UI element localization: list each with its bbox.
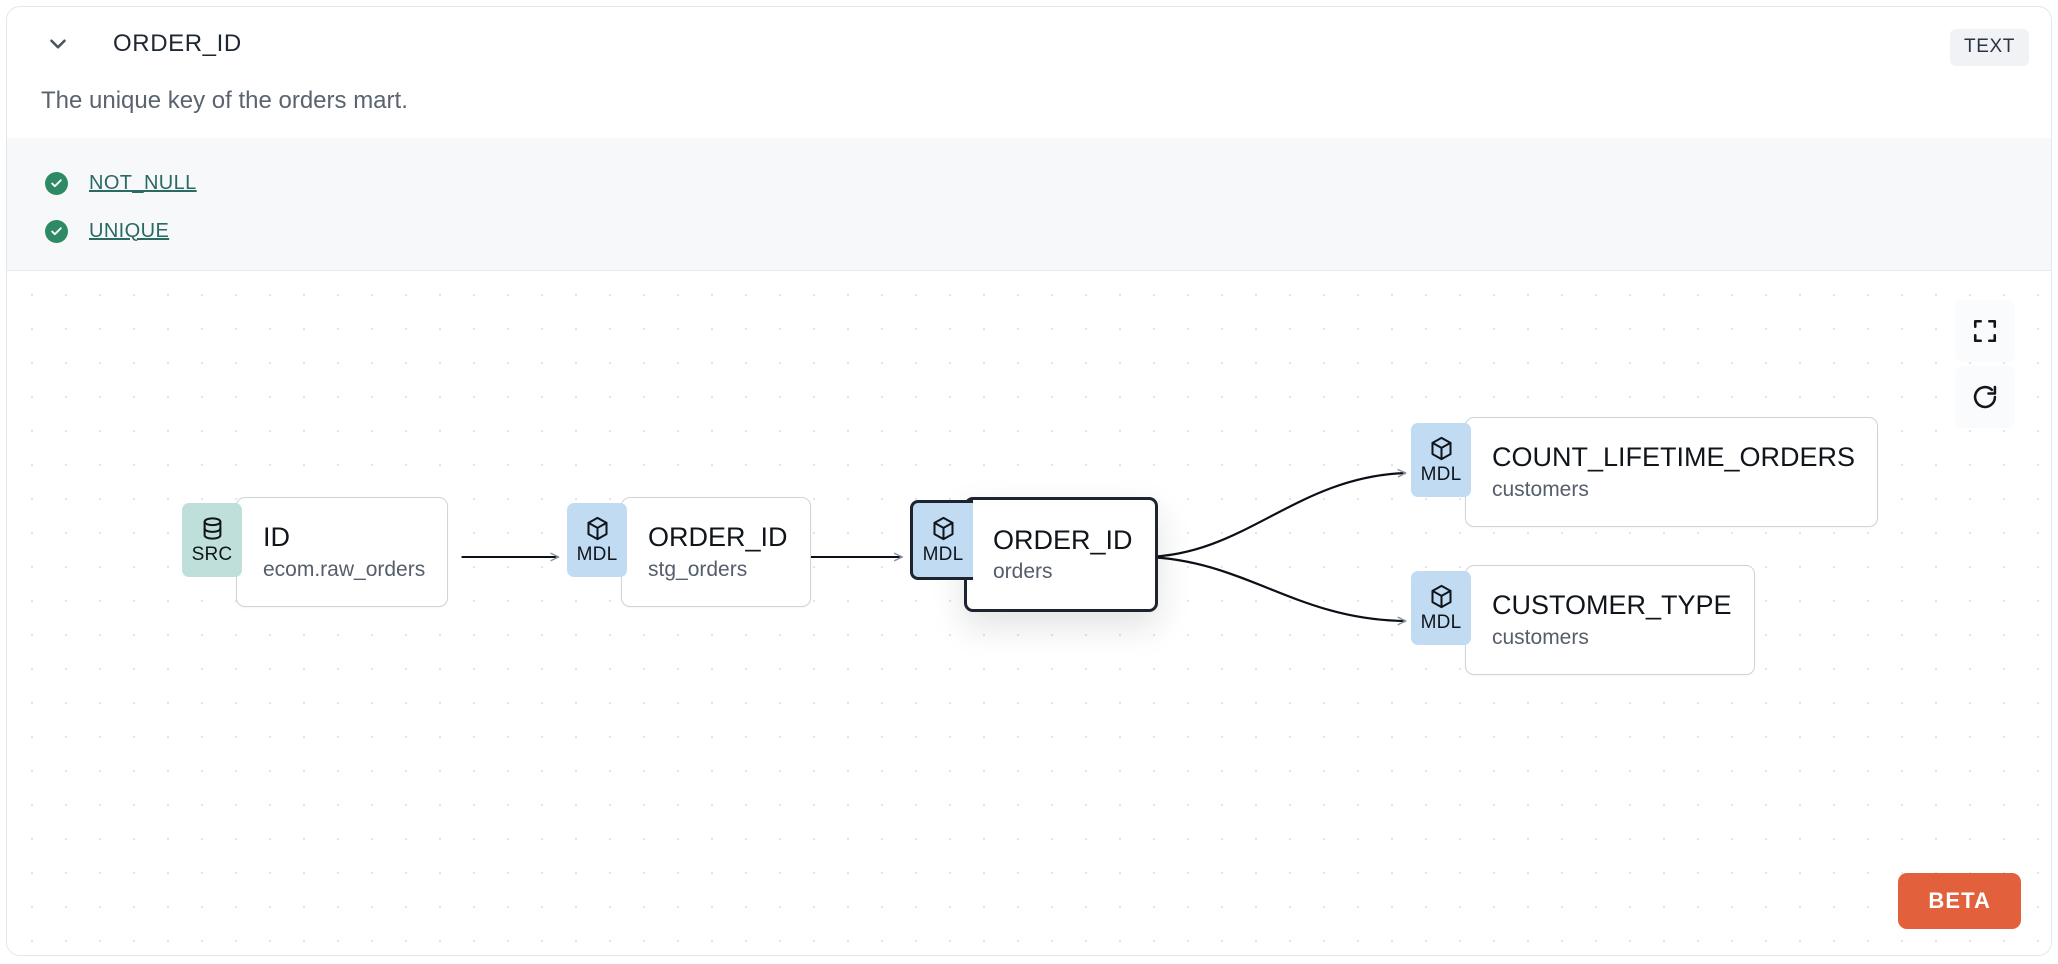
model-badge: MDL bbox=[1411, 571, 1471, 645]
tests-section: NOT_NULL UNIQUE bbox=[7, 138, 2051, 271]
cube-icon bbox=[1430, 584, 1452, 608]
column-detail-card: ORDER_ID TEXT The unique key of the orde… bbox=[6, 6, 2052, 956]
badge-label: MDL bbox=[922, 543, 964, 565]
cube-icon bbox=[1430, 436, 1452, 460]
badge-label: SRC bbox=[191, 543, 233, 565]
model-badge: MDL bbox=[910, 500, 973, 580]
canvas-controls bbox=[1955, 300, 2015, 428]
card-header: ORDER_ID TEXT bbox=[7, 7, 2051, 81]
beta-badge[interactable]: BETA bbox=[1898, 873, 2021, 929]
lineage-edges bbox=[461, 272, 2051, 956]
check-circle-icon bbox=[45, 171, 68, 195]
lineage-node-count-lifetime-orders[interactable]: MDL COUNT_LIFETIME_ORDERS customers bbox=[1411, 417, 1879, 527]
lineage-node-stg-order-id[interactable]: MDL ORDER_ID stg_orders bbox=[567, 497, 811, 607]
page-title: ORDER_ID bbox=[113, 30, 242, 57]
model-badge: MDL bbox=[567, 503, 627, 577]
badge-label: MDL bbox=[1420, 611, 1462, 633]
check-circle-icon bbox=[45, 219, 68, 243]
node-subtitle: orders bbox=[993, 560, 1053, 584]
node-card[interactable]: ID ecom.raw_orders bbox=[236, 497, 449, 607]
node-name: ID bbox=[263, 522, 290, 553]
node-card[interactable]: CUSTOMER_TYPE customers bbox=[1465, 565, 1755, 675]
fullscreen-expand-icon[interactable] bbox=[1955, 300, 2015, 362]
node-name: ORDER_ID bbox=[993, 524, 1133, 555]
database-icon bbox=[203, 516, 221, 540]
source-badge: SRC bbox=[182, 503, 242, 577]
test-row: NOT_NULL bbox=[7, 159, 2051, 207]
node-name: CUSTOMER_TYPE bbox=[1492, 590, 1732, 621]
test-row: UNIQUE bbox=[7, 207, 2051, 255]
test-link-not-null[interactable]: NOT_NULL bbox=[89, 171, 197, 194]
badge-label: MDL bbox=[576, 543, 618, 565]
column-type-badge: TEXT bbox=[1950, 29, 2029, 66]
lineage-node-customer-type[interactable]: MDL CUSTOMER_TYPE customers bbox=[1411, 565, 1755, 675]
column-description: The unique key of the orders mart. bbox=[41, 87, 408, 114]
node-subtitle: customers bbox=[1492, 625, 1589, 649]
node-subtitle: customers bbox=[1492, 477, 1589, 501]
lineage-canvas[interactable]: SRC ID ecom.raw_orders MDL ORDER_ID stg_… bbox=[7, 272, 2051, 956]
node-subtitle: stg_orders bbox=[648, 557, 748, 581]
cube-icon bbox=[586, 516, 608, 540]
lineage-node-src-id[interactable]: SRC ID ecom.raw_orders bbox=[182, 497, 449, 607]
node-card[interactable]: ORDER_ID orders bbox=[964, 497, 1158, 612]
node-name: COUNT_LIFETIME_ORDERS bbox=[1492, 442, 1856, 473]
model-badge: MDL bbox=[1411, 423, 1471, 497]
refresh-icon[interactable] bbox=[1955, 366, 2015, 428]
cube-icon bbox=[932, 516, 954, 540]
node-name: ORDER_ID bbox=[648, 522, 788, 553]
lineage-node-orders-order-id[interactable]: MDL ORDER_ID orders bbox=[910, 497, 1158, 612]
chevron-down-icon[interactable] bbox=[41, 27, 75, 61]
node-card[interactable]: COUNT_LIFETIME_ORDERS customers bbox=[1465, 417, 1879, 527]
node-subtitle: ecom.raw_orders bbox=[263, 557, 426, 581]
node-card[interactable]: ORDER_ID stg_orders bbox=[621, 497, 811, 607]
badge-label: MDL bbox=[1420, 463, 1462, 485]
test-link-unique[interactable]: UNIQUE bbox=[89, 219, 170, 242]
